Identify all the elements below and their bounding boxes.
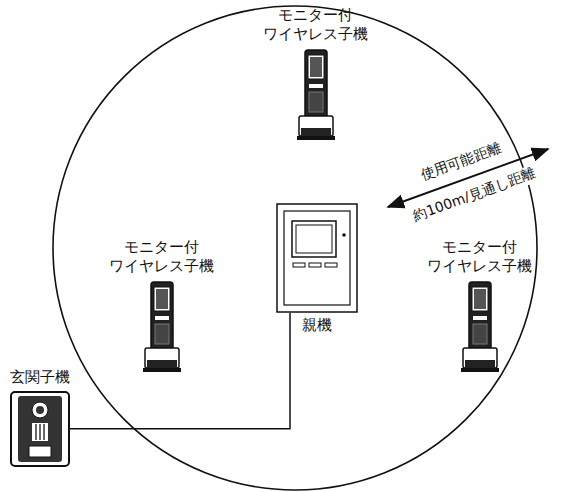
wire-connector [70,313,290,429]
device-illustration [142,280,182,375]
device-label: モニター付 ワイヤレス子機 [94,238,229,276]
device-illustration [460,280,500,375]
device-label: モニター付 ワイヤレス子機 [412,238,547,276]
wireless-handset: モニター付 ワイヤレス子機 [412,238,547,375]
wireless-handset-icon [296,48,336,143]
wireless-handset-icon [460,280,500,375]
device-illustration [10,391,70,467]
door-station: 玄関子機 [6,368,74,467]
device-label: モニター付 ワイヤレス子機 [248,6,383,44]
master-unit: 親機 [276,203,358,335]
device-label: 玄関子機 [10,368,70,387]
door-station-icon [10,391,70,467]
device-illustration [296,48,336,143]
wireless-handset: モニター付 ワイヤレス子機 [94,238,229,375]
device-illustration [276,203,358,313]
master-unit-icon [276,203,358,313]
wireless-handset-icon [142,280,182,375]
device-label: 親機 [302,316,332,335]
wireless-handset: モニター付 ワイヤレス子機 [248,6,383,143]
